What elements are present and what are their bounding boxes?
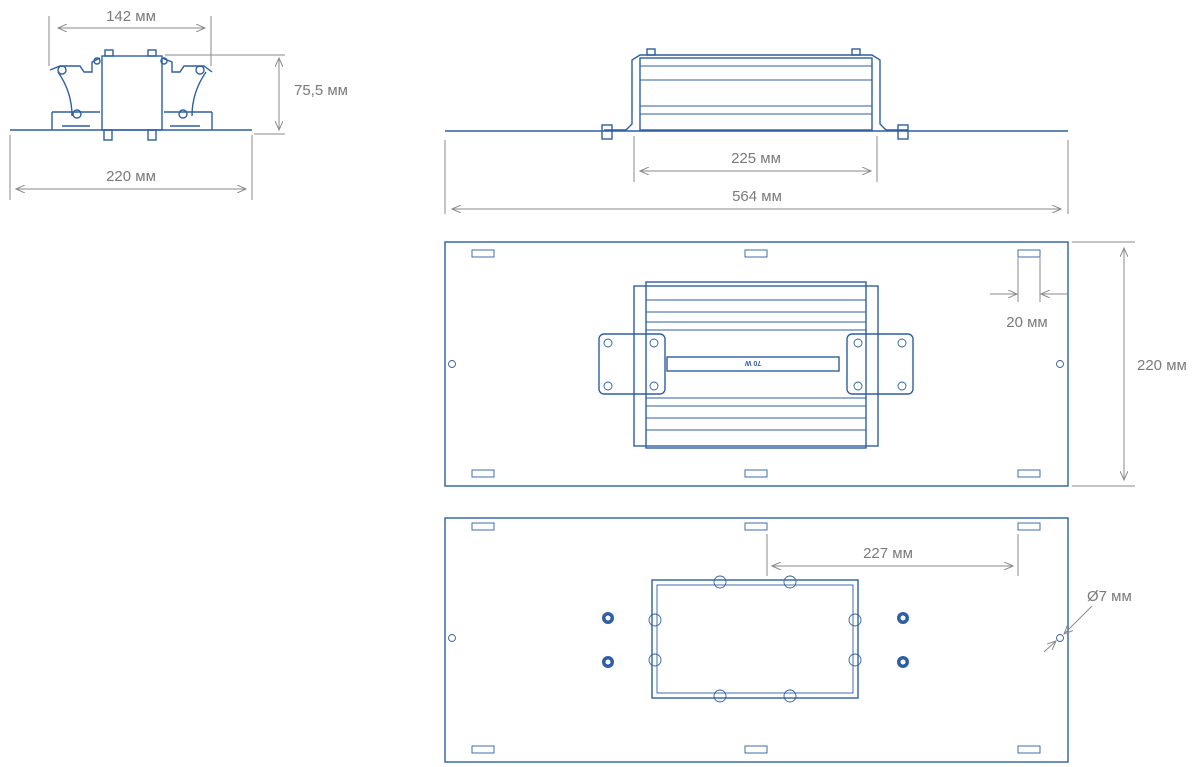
bottom-dimensions: 227 мм Ø7 мм — [766, 534, 1132, 653]
dim-225-label: 225 мм — [731, 150, 781, 167]
dim-20-label: 20 мм — [1006, 314, 1047, 331]
side-dimensions: 225 мм 564 мм — [444, 136, 1069, 214]
front-dimensions: 142 мм 75,5 мм 220 мм — [9, 8, 348, 200]
dim-220-top-label: 220 мм — [1137, 357, 1187, 374]
top-dimensions: 20 мм 220 мм — [990, 241, 1187, 487]
top-view: 70 W — [444, 241, 1069, 487]
dim-diameter-label: Ø7 мм — [1087, 588, 1132, 605]
dim-220-front-label: 220 мм — [106, 168, 156, 185]
dim-142-label: 142 мм — [106, 8, 156, 25]
dim-227-label: 227 мм — [863, 545, 913, 562]
dim-75-5-label: 75,5 мм — [294, 82, 348, 99]
side-view — [445, 48, 1068, 140]
bottom-view — [444, 517, 1069, 763]
driver-marking: 70 W — [744, 359, 761, 366]
dim-564-label: 564 мм — [732, 188, 782, 205]
front-view — [10, 49, 252, 141]
